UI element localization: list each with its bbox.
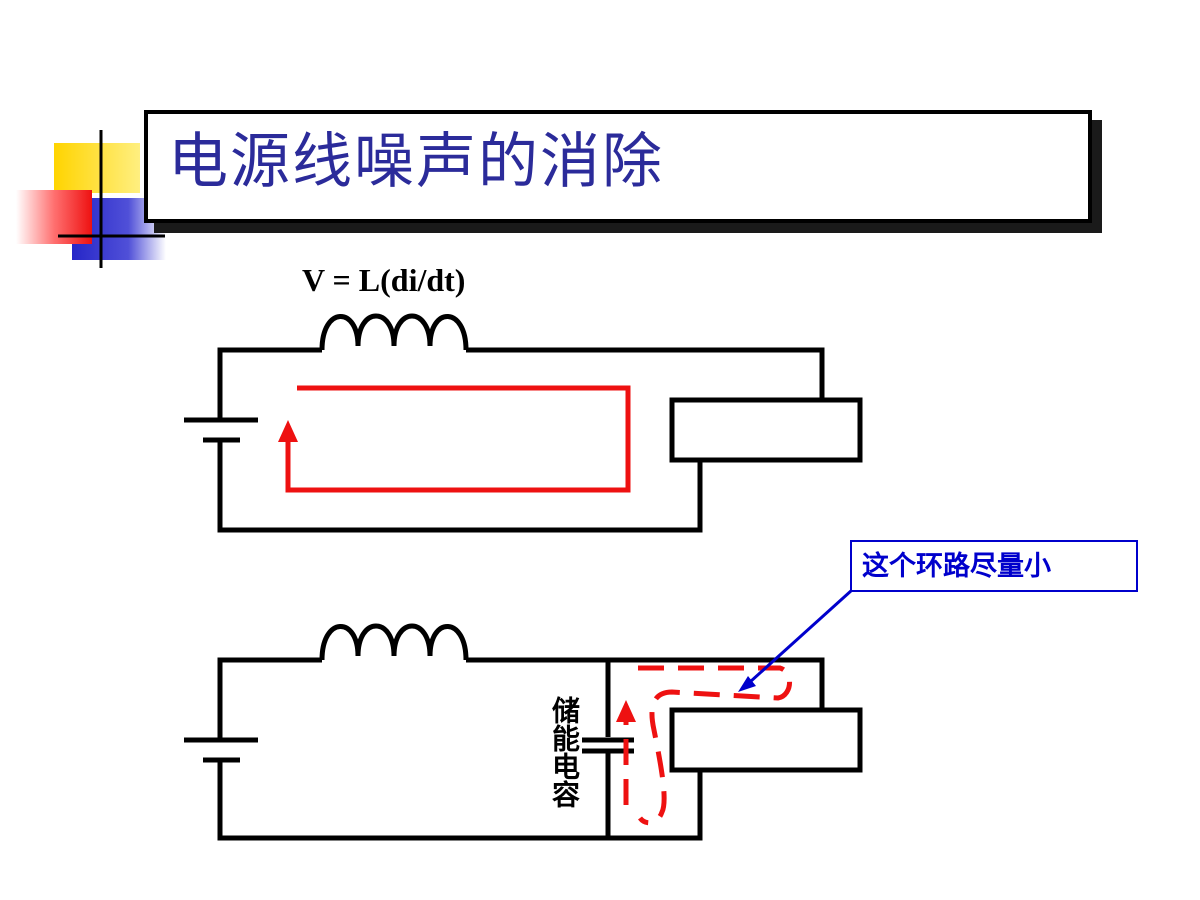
circuit-2-loop-outer (638, 665, 792, 826)
callout-pointer-line (748, 588, 854, 684)
circuit-1-current-loop (278, 385, 631, 493)
circuit-1 (184, 313, 863, 533)
inductor-formula: V = L(di/dt) (302, 262, 466, 298)
circuit-2-wire-top-right (466, 657, 825, 710)
circuit-2-wire-bottom (217, 760, 703, 841)
circuit-1-load (669, 397, 863, 463)
circuit-1-inductor (319, 313, 469, 351)
callout-box: 这个环路尽量小 (850, 540, 1138, 592)
circuit-1-loop-path (285, 385, 631, 493)
title-box: 电源线噪声的消除 (144, 110, 1092, 223)
circuit-2-inductor (319, 623, 469, 661)
circuit-2-current-loop (616, 665, 792, 826)
circuit-1-wire-top-right (466, 347, 825, 400)
yellow-square (54, 143, 140, 193)
capacitor-label: 储能电容 (548, 696, 581, 808)
callout-pointer (738, 588, 854, 692)
circuit-1-wire-top-left (217, 347, 322, 420)
slide-title: 电源线噪声的消除 (168, 127, 664, 197)
circuit-1-wire-bottom (217, 440, 703, 533)
circuit-1-loop-arrowhead (278, 420, 298, 442)
callout-text: 这个环路尽量小 (862, 551, 1051, 582)
circuit-2-wire-top-left (217, 657, 322, 740)
callout-pointer-arrowhead (738, 676, 756, 692)
circuit-2-loop-arrowhead (616, 700, 636, 722)
circuit-2-load (669, 707, 863, 773)
circuit-2 (184, 623, 863, 841)
